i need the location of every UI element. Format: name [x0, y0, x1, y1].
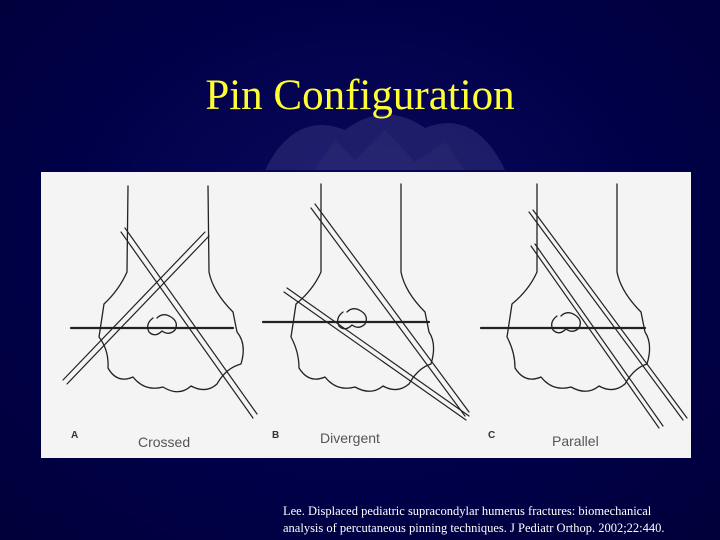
panel-a-humerus: [62, 185, 258, 419]
panel-b-humerus: [261, 183, 470, 421]
citation: Lee. Displaced pediatric supracondylar h…: [283, 503, 713, 537]
panel-b-letter: B: [272, 430, 279, 441]
citation-line-1: Lee. Displaced pediatric supracondylar h…: [283, 504, 652, 518]
panel-c-caption: Parallel: [552, 433, 599, 449]
panel-c-humerus: [479, 183, 688, 429]
panel-a-letter: A: [71, 430, 78, 441]
citation-line-2: analysis of percutaneous pinning techniq…: [283, 521, 665, 535]
pin-configuration-figure: A Crossed B Divergent C Parallel: [41, 172, 691, 458]
watermark-icon: [265, 114, 505, 170]
panel-a-caption: Crossed: [138, 434, 190, 450]
pin-diagram: A Crossed B Divergent C Parallel: [62, 183, 688, 450]
panel-c-letter: C: [488, 430, 495, 441]
slide-title: Pin Configuration: [205, 72, 515, 119]
panel-b-caption: Divergent: [320, 430, 380, 446]
